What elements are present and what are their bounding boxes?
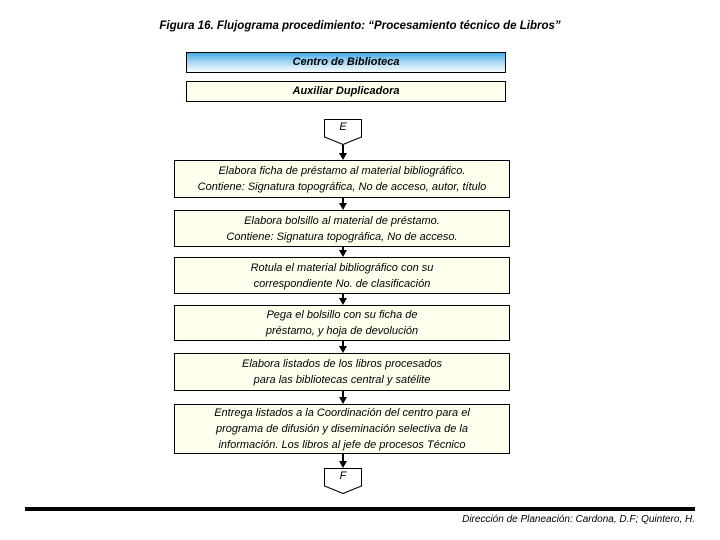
flow-step-6-text: Entrega listados a la Coordinación del c… bbox=[214, 407, 470, 451]
footer-credit: Dirección de Planeación: Cardona, D.F; Q… bbox=[462, 514, 695, 525]
flow-step-3: Rotula el material bibliográfico con su … bbox=[174, 257, 510, 294]
figure-title: Figura 16. Flujograma procedimiento: “Pr… bbox=[159, 20, 561, 32]
flow-step-4: Pega el bolsillo con su ficha de préstam… bbox=[174, 305, 510, 341]
flow-step-2-text: Elabora bolsillo al material de préstamo… bbox=[226, 214, 458, 243]
off-page-connector-icon bbox=[324, 468, 362, 495]
flow-arrow bbox=[339, 198, 347, 210]
flow-step-2: Elabora bolsillo al material de préstamo… bbox=[174, 210, 510, 247]
connector-end-label: F bbox=[339, 470, 347, 482]
flow-arrow bbox=[339, 145, 347, 160]
flow-arrow bbox=[339, 391, 347, 404]
off-page-connector-start: E bbox=[324, 119, 362, 146]
header-role: Auxiliar Duplicadora bbox=[186, 81, 506, 102]
off-page-connector-icon bbox=[324, 119, 362, 146]
flow-step-1: Elabora ficha de préstamo al material bi… bbox=[174, 160, 510, 198]
flow-step-6: Entrega listados a la Coordinación del c… bbox=[174, 404, 510, 454]
flow-step-3-text: Rotula el material bibliográfico con su … bbox=[250, 261, 434, 290]
flow-arrow bbox=[339, 247, 347, 257]
flow-step-5-text: Elabora listados de los libros procesado… bbox=[242, 358, 442, 386]
flow-arrow bbox=[339, 454, 347, 468]
header-department: Centro de Biblioteca bbox=[186, 52, 506, 73]
connector-start-label: E bbox=[339, 121, 347, 133]
off-page-connector-end: F bbox=[324, 468, 362, 495]
flow-step-4-text: Pega el bolsillo con su ficha de préstam… bbox=[265, 309, 419, 337]
footer-divider bbox=[25, 507, 695, 511]
flow-arrow bbox=[339, 341, 347, 353]
flow-step-5: Elabora listados de los libros procesado… bbox=[174, 353, 510, 391]
flow-arrow bbox=[339, 294, 347, 305]
flow-step-1-text: Elabora ficha de préstamo al material bi… bbox=[197, 165, 487, 193]
